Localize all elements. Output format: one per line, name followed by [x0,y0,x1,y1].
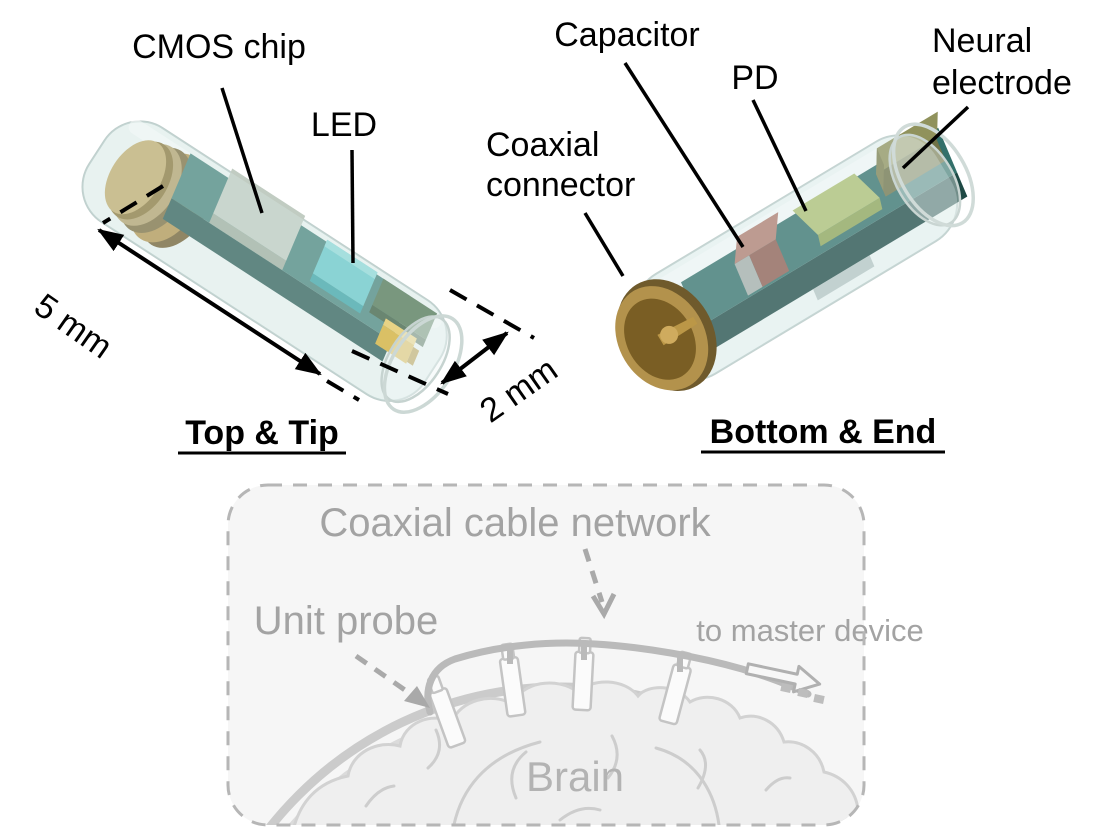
label-neural-line1: Neural [932,22,1032,60]
label-led: LED [311,106,377,144]
label-coaxial-line1: Coaxial [486,126,599,164]
label-capacitor: Capacitor [554,16,700,54]
label-coaxial-connector: Coaxial connector [486,126,635,204]
coaxial-connector-face [615,279,717,391]
label-pd: PD [731,59,778,97]
led-highlight [324,239,378,279]
label-brain: Brain [526,753,624,800]
brain-implant-schematic: Coaxial cable network Unit probe to mast… [226,483,924,827]
pcb-side [699,172,968,352]
pd-component [792,173,883,247]
label-neural-line2: electrode [932,64,1072,102]
coaxial-connector-top-view [104,140,214,248]
tube-open-end [380,315,451,404]
brain-outline [290,680,864,825]
capacitor-component [734,212,790,296]
caption-bottom-end: Bottom & End [710,413,937,451]
gold-contact-side [406,346,420,366]
label-coaxial-line2: connector [486,166,635,204]
tube-open-rim [891,122,975,228]
brain-sulci [364,728,792,825]
probe-bottom-view [615,111,975,391]
schematic-box-border [226,483,866,827]
length-arrow [97,228,322,376]
diameter-arrow [440,331,509,385]
led-chip-top [312,239,378,307]
caption-top-tip: Top & Tip [185,414,339,452]
extension-line [449,288,535,340]
extension-line [101,184,165,225]
mount-tab [813,255,875,301]
leader-led [350,149,355,264]
leader-cmos-chip [220,87,264,214]
label-unit-probe: Unit probe [254,599,439,643]
extension-line [351,349,449,396]
label-neural-electrode: Neural electrode [932,22,1072,102]
leader-pd [751,99,808,212]
extension-line [325,379,361,402]
label-cmos-chip: CMOS chip [132,28,306,66]
output-trail-dots [780,683,825,704]
probe-top-view [81,119,464,414]
label-to-master-device: to master device [696,613,923,648]
connector-center-pin [660,325,679,344]
probe-pointer-arrow [354,653,430,708]
dim-5mm-label: 5 mm [27,286,118,366]
leader-coaxial-connector [583,212,625,277]
label-coaxial-cable-network: Coaxial cable network [319,501,711,545]
tube-open-end [888,133,962,227]
network-pointer-arrow [582,548,617,620]
dim-2mm-label: 2 mm [473,350,564,430]
led-chip-side [309,273,364,314]
pcb-assembly [681,111,968,352]
gold-contact-top [383,318,417,346]
tube-front-overlay [634,135,958,380]
leader-neural-electrode [901,105,970,170]
output-arrow [744,662,822,694]
leader-capacitor [623,62,745,248]
